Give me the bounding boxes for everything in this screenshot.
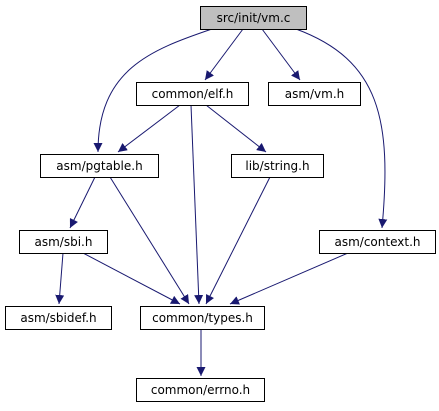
node-box: [5, 306, 112, 330]
edge-elf-h-to-pgtable-h: [117, 104, 181, 153]
node-string-h[interactable]: lib/string.h: [231, 154, 324, 178]
edge-sbi-h-to-types-h: [82, 252, 181, 305]
edge-vm-c-to-vm-h: [261, 28, 301, 81]
edge-vm-c-to-elf-h: [204, 28, 244, 81]
node-box: [19, 230, 108, 254]
node-label: common/types.h: [152, 311, 253, 325]
node-box: [136, 378, 265, 402]
node-box: [231, 154, 324, 178]
edge-sbi-h-to-sbidef-h: [55, 252, 65, 305]
node-label: asm/pgtable.h: [56, 159, 142, 173]
edge-elf-h-to-string-h: [205, 104, 267, 153]
node-label: asm/sbi.h: [35, 235, 93, 249]
node-box: [268, 82, 361, 106]
node-label: common/errno.h: [151, 383, 250, 397]
node-pgtable-h[interactable]: asm/pgtable.h: [40, 154, 159, 178]
node-box: [40, 154, 159, 178]
node-label: lib/string.h: [245, 159, 309, 173]
node-sbi-h[interactable]: asm/sbi.h: [19, 230, 108, 254]
node-elf-h[interactable]: common/elf.h: [136, 82, 249, 106]
node-label: asm/vm.h: [285, 87, 345, 101]
edge-elf-h-to-types-h: [190, 104, 204, 305]
node-label: common/elf.h: [152, 87, 234, 101]
edge-vm-c-to-pgtable-h: [93, 28, 213, 153]
node-box: [136, 82, 249, 106]
node-vm-h[interactable]: asm/vm.h: [268, 82, 361, 106]
node-vm-c[interactable]: src/init/vm.c: [200, 6, 307, 30]
node-errno-h[interactable]: common/errno.h: [136, 378, 265, 402]
node-box: [319, 230, 436, 254]
edge-pgtable-h-to-types-h: [109, 176, 190, 305]
node-types-h[interactable]: common/types.h: [140, 306, 265, 330]
node-label: src/init/vm.c: [217, 11, 291, 25]
node-sbidef-h[interactable]: asm/sbidef.h: [5, 306, 112, 330]
edge-pgtable-h-to-sbi-h: [69, 176, 96, 229]
node-box: [200, 6, 307, 30]
edges-layer: [55, 28, 388, 376]
node-context-h[interactable]: asm/context.h: [319, 230, 436, 254]
node-box: [140, 306, 265, 330]
edge-vm-c-to-context-h: [295, 28, 388, 229]
edge-context-h-to-types-h: [229, 252, 349, 305]
node-label: asm/sbidef.h: [20, 311, 96, 325]
edge-string-h-to-types-h: [205, 176, 271, 305]
nodes-layer: src/init/vm.c common/elf.h asm/vm.h asm/pgt…: [5, 6, 436, 402]
node-label: asm/context.h: [335, 235, 421, 249]
